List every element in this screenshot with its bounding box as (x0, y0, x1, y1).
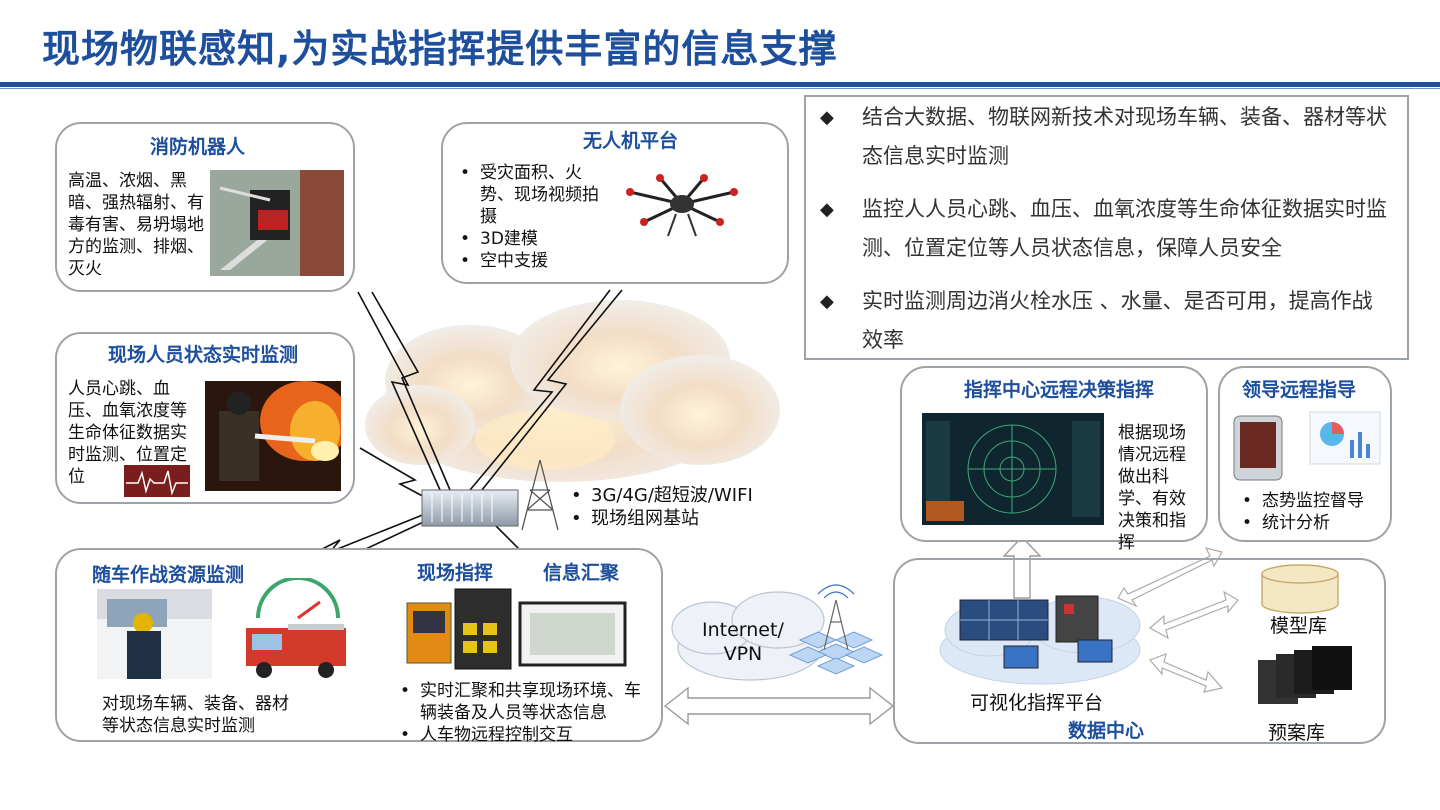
diag-arrows (1117, 547, 1239, 693)
basestation-bullets: 3G/4G/超短波/WIFI 现场组网基站 (565, 484, 825, 530)
tablet-dashboard (1232, 410, 1382, 485)
database-cylinder (1261, 564, 1339, 614)
robot-photo (210, 170, 344, 276)
command-title: 指挥中心远程决策指挥 (964, 379, 1155, 401)
network-label: Internet/ VPN (702, 619, 784, 665)
personnel-description: 人员心跳、血压、血氧浓度等生命体征数据实时监测、位置定位 (68, 379, 187, 487)
field-equipment-photo (405, 583, 630, 673)
drone-bullet: 空中支援 (454, 250, 604, 272)
page-title: 现场物联感知,为实战指挥提供丰富的信息支撑 (42, 27, 838, 71)
datacenter-title: 数据中心 (1068, 720, 1145, 742)
drone-title: 无人机平台 (583, 130, 679, 152)
leader-title: 领导远程指导 (1242, 379, 1357, 401)
info-aggregation-title: 信息汇聚 (543, 562, 620, 584)
robot-title: 消防机器人 (150, 136, 246, 158)
antenna-tower (817, 584, 855, 651)
info-item: ◆ 结合大数据、物联网新技术对现场车辆、装备、器材等状态信息实时监测 (820, 98, 1392, 176)
internet-cloud (671, 591, 825, 681)
plan-library-label: 预案库 (1268, 722, 1326, 744)
vehicle-description: 对现场车辆、装备、器材等状态信息实时监测 (102, 694, 289, 736)
model-library-label: 模型库 (1270, 615, 1328, 637)
field-bullet: 实时汇聚和共享现场环境、车辆装备及人员等状态信息 (394, 680, 654, 724)
basestation-bullet: 3G/4G/超短波/WIFI (565, 484, 825, 507)
leader-bullet: 态势监控督导 (1236, 490, 1386, 512)
title-divider-thin (0, 88, 1440, 89)
drone-bullet: 3D建模 (454, 228, 604, 250)
tower (521, 459, 559, 531)
field-bullet: 人车物远程控制交互 (394, 724, 654, 746)
command-description: 根据现场情况远程做出科学、有效决策和指挥 (1118, 423, 1186, 553)
leader-bullet: 统计分析 (1236, 512, 1386, 534)
field-bullets: 实时汇聚和共享现场环境、车辆装备及人员等状态信息 人车物远程控制交互 (394, 680, 654, 746)
firefighter-photo (205, 381, 341, 491)
field-command-title: 现场指挥 (417, 562, 494, 584)
hex-cluster (788, 631, 884, 675)
vehicle-photo (97, 589, 212, 679)
router-device (421, 489, 519, 527)
fire-truck-photo (238, 578, 353, 683)
heartbeat-monitor (124, 465, 190, 497)
leader-bullets: 态势监控督导 统计分析 (1236, 490, 1386, 534)
diamond-icon: ◆ (820, 291, 834, 312)
drone-bullets: 受灾面积、火势、现场视频拍摄 3D建模 空中支援 (454, 162, 604, 272)
up-arrow (1002, 535, 1042, 599)
datacenter-panel (893, 558, 1386, 744)
platform-label: 可视化指挥平台 (970, 692, 1104, 714)
link-arrow (663, 686, 895, 726)
robot-description: 高温、浓烟、黑暗、强热辐射、有毒有害、易坍塌地方的监测、排烟、灭火 (68, 171, 204, 279)
info-box (804, 95, 1409, 360)
radar-screen (922, 413, 1104, 525)
plan-pages (1258, 646, 1352, 704)
title-divider (0, 82, 1440, 87)
vehicle-title: 随车作战资源监测 (92, 564, 245, 586)
drone-bullet: 受灾面积、火势、现场视频拍摄 (454, 162, 604, 228)
central-cloud (365, 300, 780, 482)
info-item: ◆ 实时监测周边消火栓水压 、水量、是否可用，提高作战效率 (820, 282, 1392, 360)
info-item: ◆ 监控人人员心跳、血压、血氧浓度等生命体征数据实时监测、位置定位等人员状态信息… (820, 190, 1392, 268)
diamond-icon: ◆ (820, 199, 834, 220)
monitor-wall (959, 595, 1113, 669)
personnel-title: 现场人员状态实时监测 (108, 344, 299, 366)
diamond-icon: ◆ (820, 107, 834, 128)
basestation-bullet: 现场组网基站 (565, 507, 825, 530)
drone-icon (626, 174, 738, 237)
